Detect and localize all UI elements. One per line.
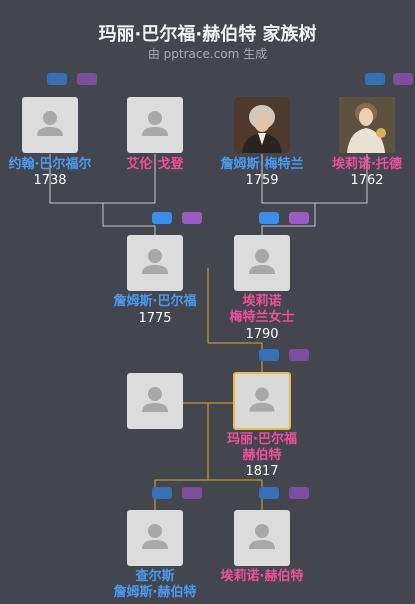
- expand-mother-button-charles[interactable]: [182, 487, 202, 499]
- portrait-photo: [234, 97, 290, 153]
- person-card-ellen[interactable]: [127, 97, 183, 153]
- person-year-eleanor-maitland: 1790: [245, 327, 279, 342]
- person-card-charles[interactable]: [127, 510, 183, 566]
- expand-father-button-eleanor-herbert[interactable]: [259, 487, 279, 499]
- person-card-james-balfour[interactable]: [127, 235, 183, 291]
- expand-mother-button[interactable]: [77, 73, 97, 85]
- expand-mother-button-mary[interactable]: [289, 349, 309, 361]
- person-card-eleanor-maitland[interactable]: [234, 235, 290, 291]
- person-name-mary-line2[interactable]: 赫伯特: [242, 448, 282, 463]
- person-placeholder-icon: [249, 387, 275, 412]
- person-placeholder-icon: [37, 111, 63, 136]
- person-card-mary-selected[interactable]: [233, 372, 291, 430]
- page-subtitle: 由 pptrace.com 生成: [147, 47, 268, 61]
- person-year-james-balfour: 1775: [138, 311, 172, 326]
- person-name-james-balfour[interactable]: 詹姆斯·巴尔福: [113, 294, 197, 309]
- expand-father-button[interactable]: [47, 73, 67, 85]
- connector-james-eleanor-to-eleanor: [261, 203, 316, 236]
- person-name-charles-line2[interactable]: 詹姆斯·赫伯特: [113, 585, 197, 600]
- expand-mother-button-eleanor-herbert[interactable]: [289, 487, 309, 499]
- expand-father-button-james-balfour[interactable]: [152, 212, 172, 224]
- expand-mother-button-eleanor[interactable]: [393, 73, 413, 85]
- expand-father-button-eleanor-maitland[interactable]: [259, 212, 279, 224]
- person-year-eleanor-todd: 1762: [350, 173, 384, 188]
- expand-father-button-charles[interactable]: [152, 487, 172, 499]
- person-placeholder-icon: [142, 387, 168, 412]
- person-placeholder-icon: [142, 249, 168, 274]
- person-card-eleanor-todd[interactable]: [339, 97, 395, 153]
- person-name-charles-line1[interactable]: 查尔斯: [135, 569, 175, 584]
- person-placeholder-icon: [249, 524, 275, 549]
- person-year-john: 1738: [33, 173, 67, 188]
- person-placeholder-icon: [142, 524, 168, 549]
- person-name-james-maitland[interactable]: 詹姆斯·梅特兰: [220, 157, 304, 172]
- expand-mother-button-eleanor-maitland[interactable]: [289, 212, 309, 224]
- page-title: 玛丽·巴尔福·赫伯特 家族树: [98, 24, 317, 45]
- person-year-james-maitland: 1759: [245, 173, 279, 188]
- person-name-eleanor-maitland-line1[interactable]: 埃莉诺: [242, 294, 282, 309]
- person-placeholder-icon: [249, 249, 275, 274]
- person-year-mary: 1817: [245, 464, 279, 479]
- portrait-photo: [339, 97, 395, 153]
- person-name-mary-line1[interactable]: 玛丽·巴尔福: [227, 432, 297, 447]
- person-card-spouse[interactable]: [127, 373, 183, 429]
- expand-father-button-eleanor[interactable]: [365, 73, 385, 85]
- person-name-john[interactable]: 约翰·巴尔福尔: [8, 157, 92, 172]
- person-card-eleanor-herbert[interactable]: [234, 510, 290, 566]
- person-name-eleanor-herbert[interactable]: 埃莉诺·赫伯特: [220, 569, 304, 584]
- person-name-eleanor-maitland-line2[interactable]: 梅特兰女士: [229, 310, 295, 325]
- expand-father-button-mary[interactable]: [259, 349, 279, 361]
- connector-john-ellen-to-james: [102, 203, 156, 236]
- person-card-james-maitland[interactable]: [234, 97, 290, 153]
- person-name-eleanor-todd[interactable]: 埃莉诺·托德: [332, 157, 402, 172]
- expand-mother-button-james-balfour[interactable]: [182, 212, 202, 224]
- person-placeholder-icon: [142, 111, 168, 136]
- person-card-john[interactable]: [22, 97, 78, 153]
- person-name-ellen[interactable]: 艾伦·戈登: [126, 157, 184, 172]
